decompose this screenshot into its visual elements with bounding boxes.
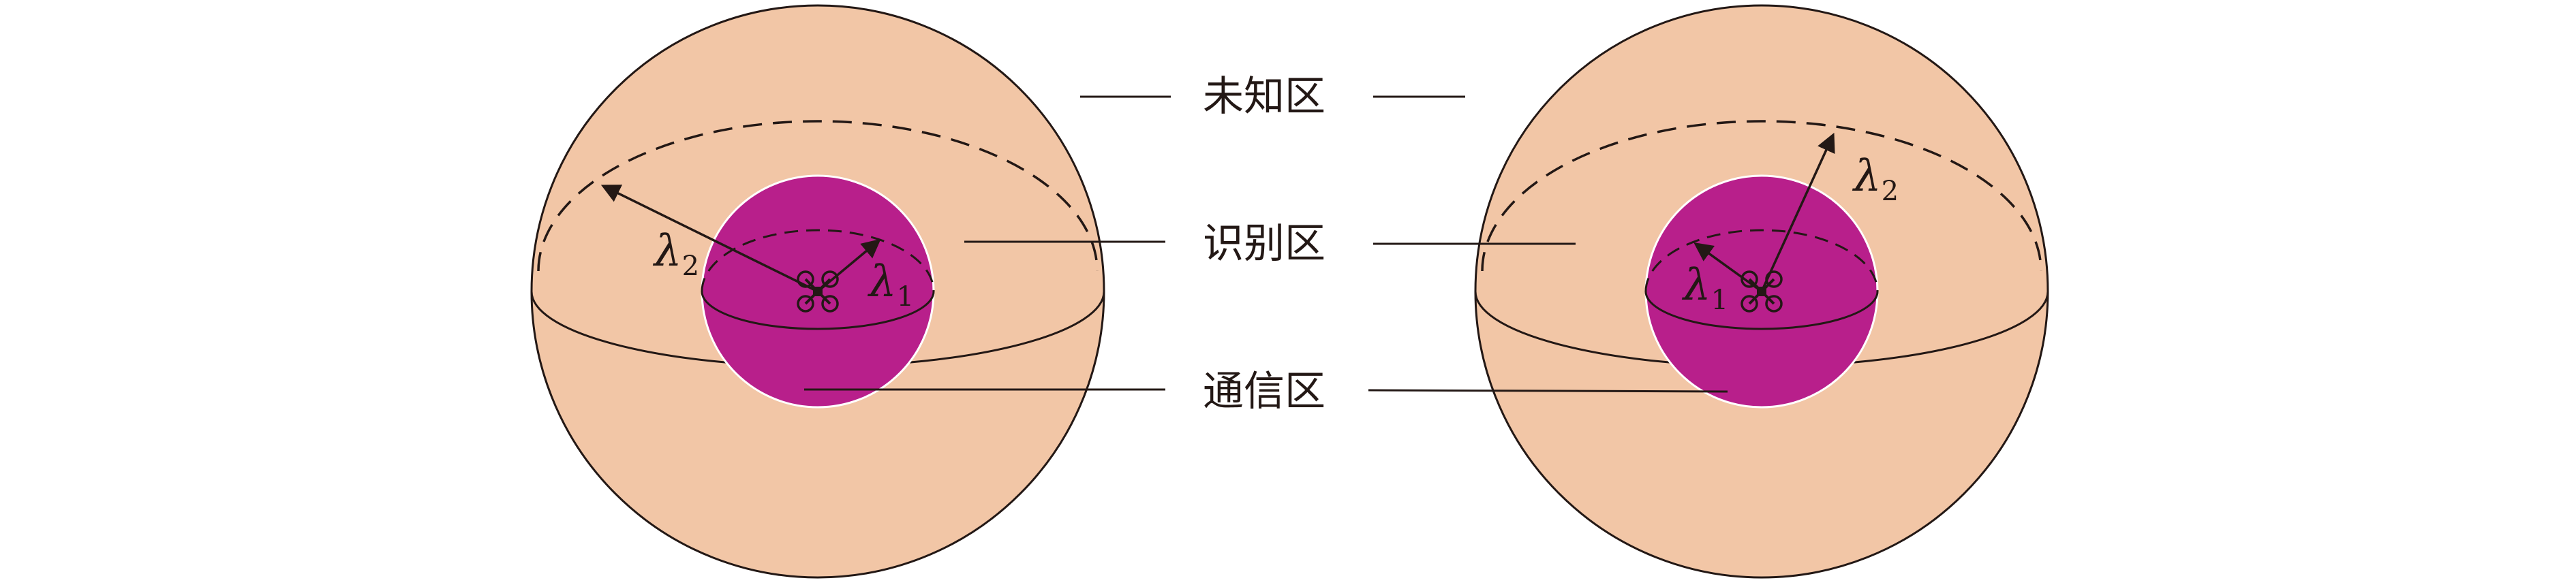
left-inner-equator-back [701,229,935,292]
left-sphere-group: λ2 λ1 [530,4,1105,579]
left-lambda2-arrow [600,185,818,293]
right-outer-equator-back [1481,120,2042,272]
right-inner-equator-back [1644,229,1879,292]
right-lambda1-label: λ1 [1681,260,1728,316]
unknown-zone-label: 未知区 [1203,73,1325,121]
right-lambda1-arrow [1693,242,1763,293]
right-sphere-group: λ2 λ1 [1474,4,2049,579]
recognition-zone-label: 识别区 [1203,220,1325,268]
left-lambda2-label: λ2 [652,226,699,282]
left-inner-equator-front [701,291,935,330]
right-inner-equator-front [1644,291,1879,330]
left-lambda1-label: λ1 [867,257,914,313]
right-lambda2-arrow [1760,132,1835,292]
communication-zone-label: 通信区 [1203,368,1325,415]
right-lambda2-label: λ2 [1852,151,1899,207]
zone-legend: 未知区 识别区 通信区 [804,73,1728,415]
communication-zone-leader-right [1368,389,1728,393]
left-outer-equator-back [537,120,1099,272]
